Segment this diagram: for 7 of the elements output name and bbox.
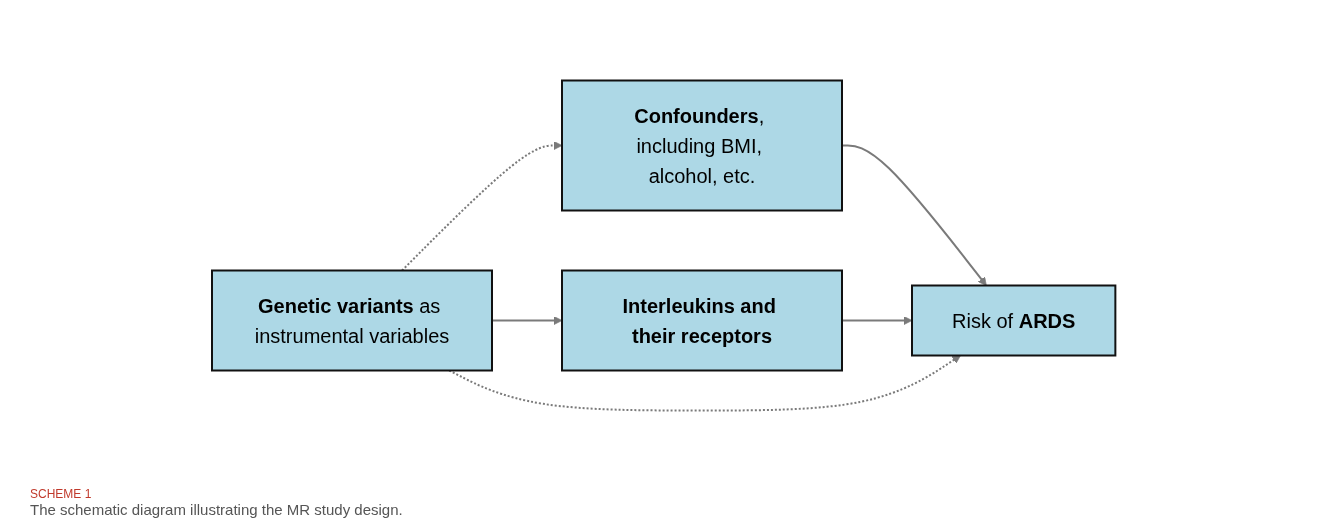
scheme-label: SCHEME 1 <box>30 487 93 501</box>
node-box: Interleukins and their receptors <box>561 269 844 372</box>
arrow <box>401 141 563 272</box>
node-box: Genetic variants as instrumental variables <box>211 269 494 372</box>
node-box: Confounders, including BMI, alcohol, etc. <box>561 79 844 212</box>
node-box: Risk of ARDS <box>911 284 1117 357</box>
caption: The schematic diagram illustrating the MR study design. <box>30 501 404 518</box>
